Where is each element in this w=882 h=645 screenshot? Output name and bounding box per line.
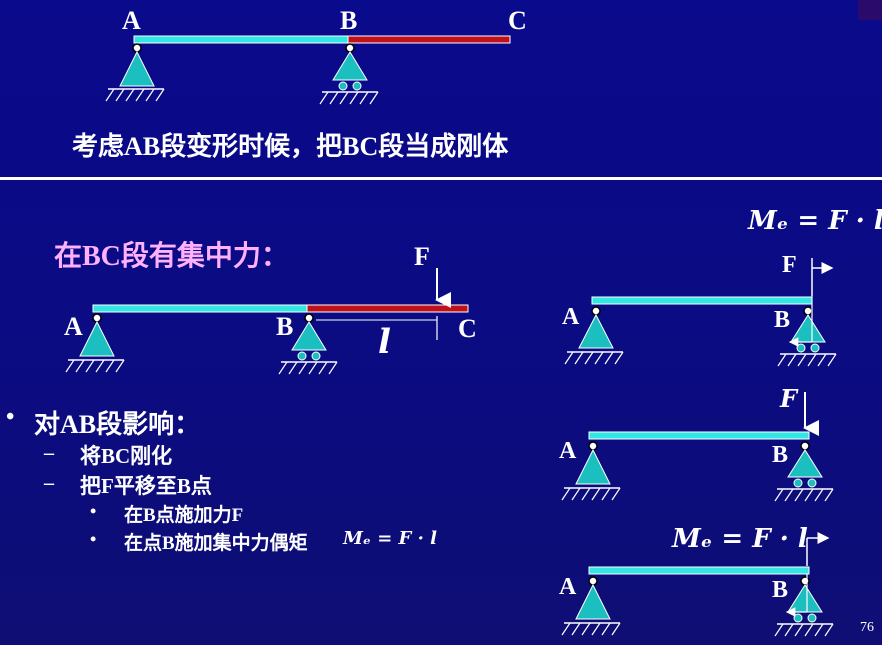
middle-beam [65, 268, 469, 375]
bullet-dot-2: • [90, 501, 97, 521]
right2-pin-support-a [561, 441, 621, 501]
right1-pin-support-a [564, 306, 624, 365]
top-beam-bc [347, 35, 511, 44]
right1-roller-support-b [777, 296, 837, 367]
moment-formula-bottom: Mₑ = F · l [672, 524, 808, 554]
top-beam [105, 35, 511, 105]
top-label-a: A [122, 6, 141, 35]
middle-label-c: C [458, 314, 477, 343]
right-beam-3 [561, 532, 834, 637]
right-beam-1 [564, 258, 837, 367]
right-beam-2 [561, 392, 834, 502]
middle-pin-support-a [65, 313, 125, 373]
top-beam-ab [133, 35, 349, 44]
middle-label-a: A [64, 312, 83, 341]
bullet-level3-2: 在点B施加集中力偶矩 [124, 533, 308, 554]
right3-pin-support-a [561, 576, 621, 636]
right2-label-f: F [780, 384, 798, 413]
right3-label-b: B [772, 577, 789, 603]
corner-accent [858, 0, 882, 20]
bullet-dot-3: • [90, 529, 97, 549]
bullet-level3-1: 在B点施加力F [124, 505, 244, 526]
right3-label-a: A [559, 574, 577, 600]
bullet-level1: 对AB段影响： [34, 410, 201, 439]
length-label-l: l [378, 322, 391, 362]
middle-label-b: B [276, 312, 294, 341]
right1-label-b: B [774, 307, 791, 333]
bullet-level2-1: 将BC刚化 [80, 444, 173, 468]
right2-label-a: A [559, 438, 577, 464]
moment-formula-inline: Mₑ = F · l [343, 528, 437, 549]
bullet-dot-1: • [6, 404, 15, 430]
dash-1: – [44, 442, 54, 464]
right3-roller-support-b [774, 574, 834, 637]
top-label-c: C [508, 6, 527, 35]
right2-label-b: B [772, 442, 789, 468]
bullet-level2-2: 把F平移至B点 [80, 474, 212, 498]
right1-label-f: F [782, 252, 797, 278]
section-divider [0, 177, 882, 180]
top-caption: 考虑AB段变形时候，把BC段当成刚体 [72, 132, 509, 161]
page-number: 76 [860, 620, 874, 635]
right1-label-a: A [562, 304, 580, 330]
moment-formula-top: Mₑ = F · l [748, 206, 882, 236]
right2-roller-support-b [774, 441, 834, 502]
top-label-b: B [340, 6, 358, 35]
dash-2: – [44, 472, 54, 494]
top-pin-support-a [105, 43, 165, 102]
middle-beam-ab [92, 304, 308, 313]
middle-beam-bc [306, 304, 469, 313]
top-roller-support-b [319, 43, 379, 105]
middle-heading: 在BC段有集中力： [54, 241, 289, 272]
middle-roller-support-b [278, 313, 338, 375]
middle-label-f: F [414, 242, 430, 271]
